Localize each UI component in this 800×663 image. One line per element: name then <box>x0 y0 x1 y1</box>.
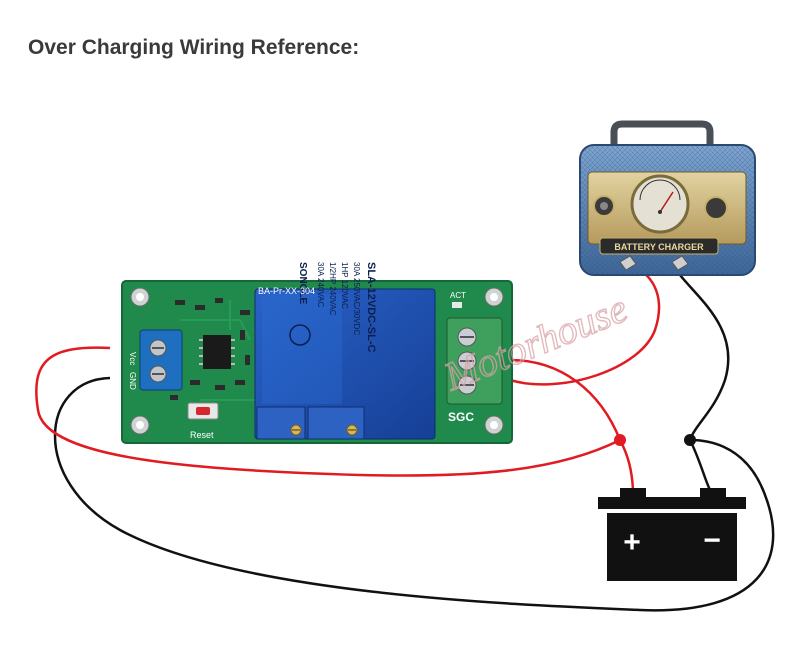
black-wire-charger-negative <box>679 274 730 441</box>
charger-clamps <box>619 255 689 271</box>
output-terminal-block <box>446 317 503 405</box>
relay-rating-3: 1/2HP 240VAC <box>328 262 337 316</box>
mounting-holes <box>130 287 504 435</box>
smd-components <box>170 298 250 400</box>
red-wire-relay-to-charger-positive <box>509 268 661 386</box>
gnd-label: GND <box>128 372 137 390</box>
black-wire-gnd-to-battery-negative <box>53 376 775 612</box>
output-terminal-label: SGC <box>448 410 474 424</box>
potentiometer-right[interactable] <box>307 406 365 440</box>
potentiometer-left[interactable] <box>256 406 306 440</box>
act-label: ACT <box>450 291 466 300</box>
diagram-title: Over Charging Wiring Reference: <box>28 36 360 59</box>
red-wire-junction-to-battery <box>618 439 635 491</box>
relay-rating-2: 1HP 120VAC <box>340 262 349 309</box>
act-led <box>452 302 462 308</box>
reset-label: Reset <box>190 430 214 440</box>
relay-rating-4: 30A 240VAC <box>316 262 325 307</box>
ic-chip <box>199 335 235 369</box>
black-wires <box>53 274 775 612</box>
relay-component: SLA-12VDC-SL-C 30A 250VAC/30VDC 1HP 120V… <box>254 262 436 440</box>
battery-positive-symbol: + <box>623 526 641 559</box>
red-wire-relay-to-junction <box>509 358 622 441</box>
vcc-label: Vcc <box>128 352 137 365</box>
cqc-logo-icon <box>289 324 311 346</box>
charger-meter-gauge <box>630 174 690 234</box>
black-junction-dot <box>684 434 696 446</box>
relay-rating-1: 30A 250VAC/30VDC <box>352 262 361 335</box>
reset-button[interactable] <box>187 402 219 420</box>
charger-right-socket <box>704 196 728 220</box>
relay-model-text: SLA-12VDC-SL-C <box>365 262 377 353</box>
battery-negative-post <box>700 488 726 498</box>
battery-positive-post <box>620 488 646 498</box>
relay-brand: SONGLE <box>297 262 308 305</box>
battery-charger: BATTERY CHARGER <box>579 120 756 276</box>
charger-handle <box>610 120 714 155</box>
red-wire-vcc-to-battery-positive <box>35 346 621 477</box>
battery-negative-symbol: − <box>703 524 721 557</box>
input-terminal-block <box>139 329 183 391</box>
car-battery: + − <box>598 488 746 581</box>
charger-label: BATTERY CHARGER <box>614 242 704 252</box>
relay-module: Vcc GND Reset <box>121 262 513 444</box>
red-junction-dot <box>614 434 626 446</box>
module-model-label: BA-Pr-XX-304 <box>258 286 315 296</box>
